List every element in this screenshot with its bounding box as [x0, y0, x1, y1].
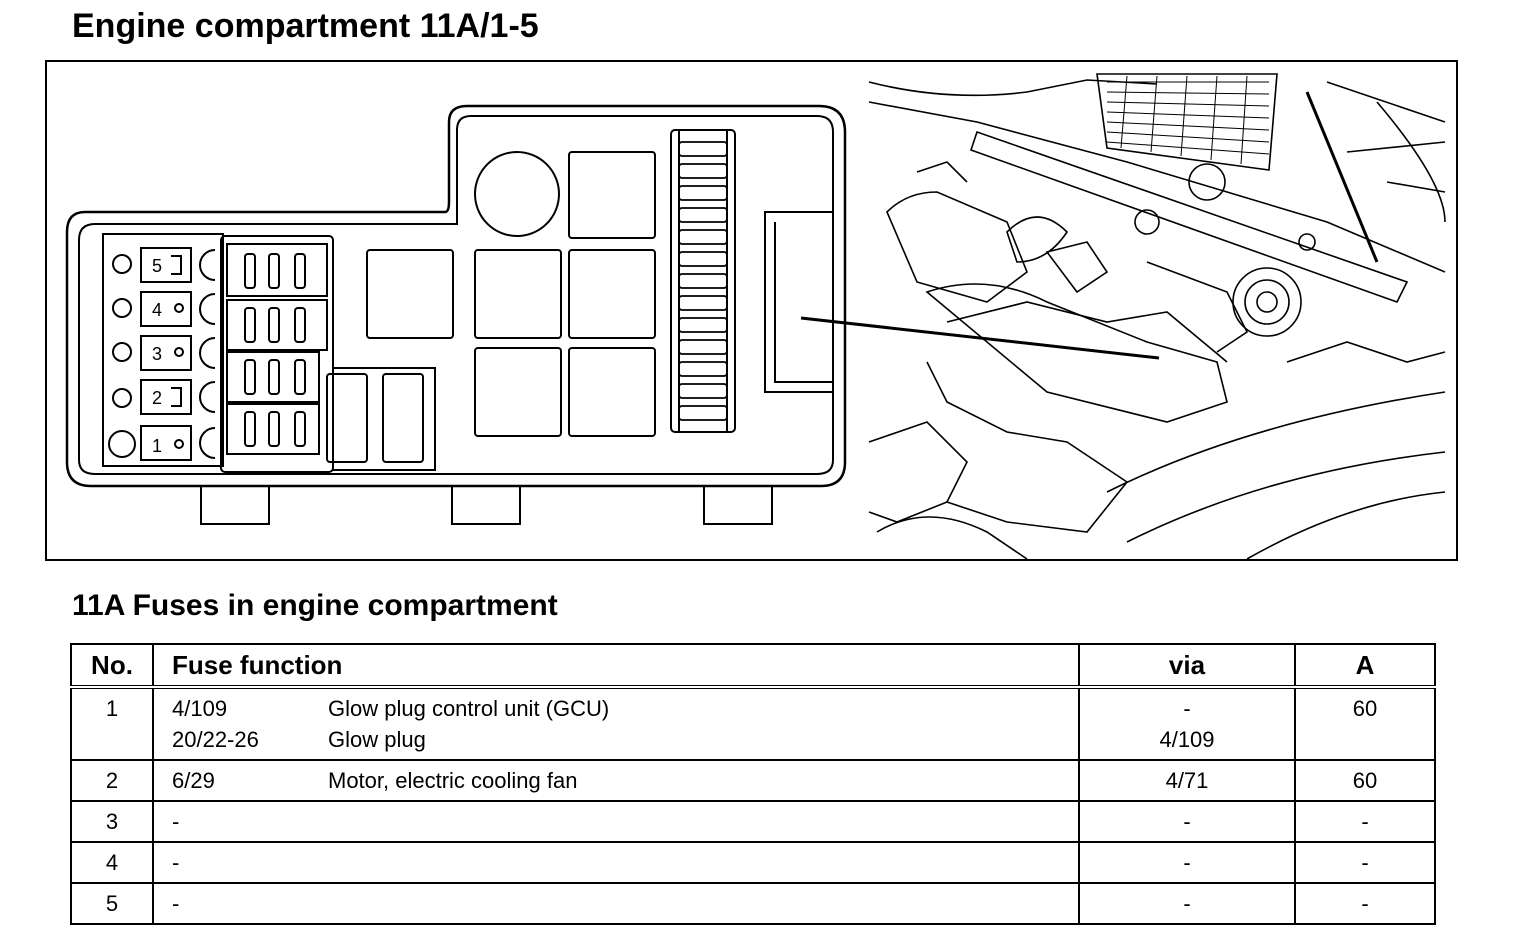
cell-amp: 60	[1294, 759, 1435, 801]
cell-via: 4/71	[1078, 759, 1295, 801]
fuse-function-text: Glow plug control unit (GCU)	[328, 696, 610, 721]
table-row: 4 - - -	[71, 841, 1435, 883]
mini-fuse-strip	[670, 129, 736, 433]
via-value: -	[1183, 696, 1191, 721]
cell-no: 3	[71, 800, 153, 842]
via-value: 4/109	[1159, 727, 1215, 752]
mount-tab	[451, 485, 521, 525]
cell-via: -	[1078, 882, 1295, 924]
cell-no: 4	[71, 841, 153, 883]
fuse-label-3: 3	[152, 344, 162, 364]
fuse-ref: -	[172, 850, 180, 875]
mount-tab	[703, 485, 773, 525]
fuse-slot-3	[140, 335, 192, 371]
table-header-row: No. Fuse function via A	[71, 644, 1435, 689]
relay-block	[220, 235, 334, 473]
cell-amp: 60	[1294, 687, 1435, 760]
table-row: 1 4/109 Glow plug control unit (GCU) 20/2…	[71, 687, 1435, 760]
relay	[568, 151, 656, 239]
cell-no: 2	[71, 759, 153, 801]
cell-function: -	[152, 841, 1079, 883]
relay	[474, 249, 562, 339]
cell-function: -	[152, 882, 1079, 924]
fuse-function-text: Glow plug	[328, 727, 426, 752]
cell-function: 6/29 Motor, electric cooling fan	[152, 759, 1079, 801]
location-pointer-line	[800, 316, 1160, 360]
cell-via: -	[1078, 841, 1295, 883]
fuse-label-5: 5	[152, 256, 162, 276]
fuse-ref: 20/22-26	[172, 727, 259, 752]
page-title: Engine compartment 11A/1-5	[72, 7, 539, 45]
section-subtitle: 11A Fuses in engine compartment	[72, 589, 558, 622]
amp-value: 60	[1352, 696, 1378, 721]
cell-amp: -	[1294, 800, 1435, 842]
cell-function: -	[152, 800, 1079, 842]
cell-via: -	[1078, 800, 1295, 842]
relay	[366, 249, 454, 339]
cell-amp: -	[1294, 882, 1435, 924]
fuse-label-2: 2	[152, 388, 162, 408]
header-amp: A	[1294, 644, 1435, 689]
cell-via: - 4/109	[1078, 687, 1295, 760]
mount-tab	[200, 485, 270, 525]
fuse-label-4: 4	[152, 300, 162, 320]
relay	[568, 249, 656, 339]
fuse-box-diagram: 5 4 3 2 1	[65, 73, 1446, 559]
fuse-function-text	[328, 847, 1078, 878]
fuse-ref: 4/109	[172, 696, 228, 721]
round-relay	[474, 151, 560, 237]
cell-no: 1	[105, 696, 119, 721]
relay	[568, 347, 656, 437]
table-row: 5 - - -	[71, 882, 1435, 924]
header-via: via	[1078, 644, 1295, 689]
fuse-ref: -	[172, 891, 180, 916]
header-fuse-function: Fuse function	[152, 644, 1079, 689]
fuse-box-figure: 5 4 3 2 1	[45, 60, 1458, 561]
fuse-ref: -	[172, 809, 180, 834]
cell-function: 4/109 Glow plug control unit (GCU) 20/22-…	[152, 687, 1079, 760]
fuse-slot-1	[140, 425, 192, 461]
fuse-function-text	[328, 806, 1078, 837]
fuse-slot-4	[140, 291, 192, 327]
engine-bay-illustration	[868, 73, 1446, 559]
table-row: 3 - - -	[71, 800, 1435, 842]
cell-no: 5	[71, 882, 153, 924]
fuse-label-1: 1	[152, 436, 162, 456]
table-row: 2 6/29 Motor, electric cooling fan 4/71 6…	[71, 759, 1435, 801]
cell-amp: -	[1294, 841, 1435, 883]
fuse-slot-5	[140, 247, 192, 283]
fuse-slot-2	[140, 379, 192, 415]
fuse-box-outline	[65, 104, 847, 488]
header-no: No.	[71, 644, 153, 689]
fuse-function-text: Motor, electric cooling fan	[328, 768, 578, 793]
fuse-ref: 6/29	[172, 768, 215, 793]
relay	[474, 347, 562, 437]
fuse-function-text	[328, 888, 1078, 919]
